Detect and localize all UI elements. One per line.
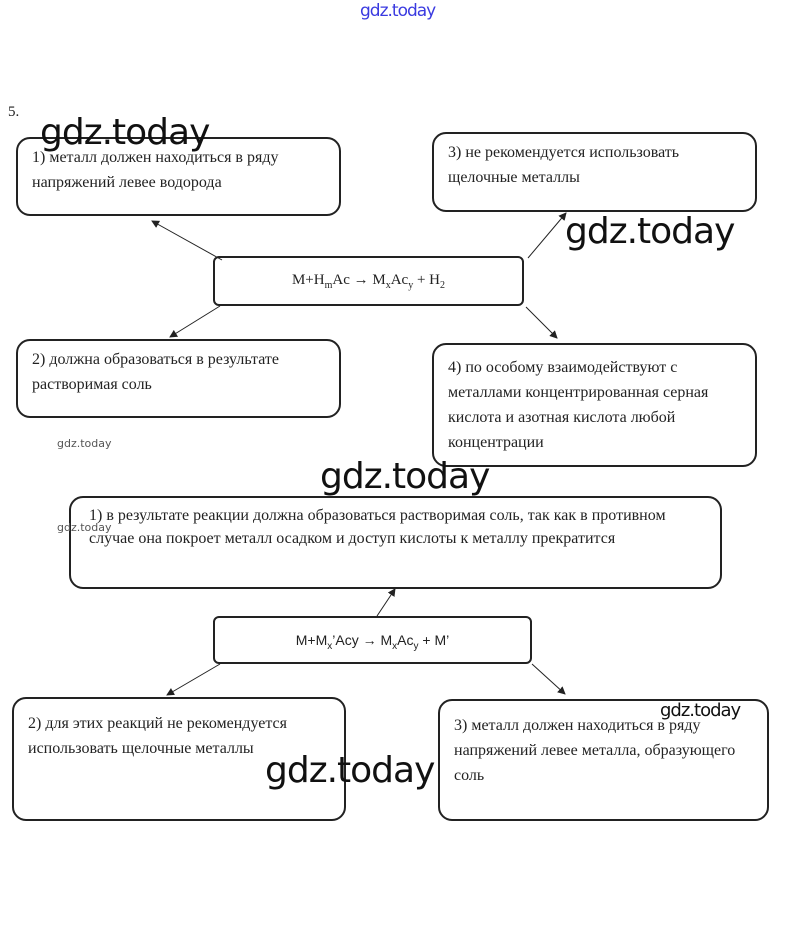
arrow-to-box1	[151, 220, 223, 261]
arrow-to-d2-box3	[531, 663, 566, 695]
d1-box-3: 3) не рекомендуется использовать щелочны…	[432, 132, 757, 212]
d1-box-4: 4) по особому взаимодействуют с металлам…	[432, 343, 757, 467]
watermark: gdz.today	[320, 456, 490, 497]
arrow-to-d2-box1	[376, 588, 396, 617]
arrow-to-box2	[169, 305, 221, 338]
d1-box-1: 1) металл должен находиться в ряду напря…	[16, 137, 341, 216]
arrow-to-d2-box2	[166, 663, 221, 696]
d2-box-2: 2) для этих реакций не рекомендуется исп…	[12, 697, 346, 821]
task-number: 5.	[8, 104, 20, 120]
watermark: gdz.today	[265, 750, 435, 791]
d2-box-1: 1) в результате реакции должна образоват…	[69, 496, 722, 589]
watermark: gdz.today	[57, 437, 112, 450]
d1-box-2: 2) должна образоваться в результате раст…	[16, 339, 341, 418]
watermark: gdz.today	[40, 112, 210, 153]
arrow-to-box3	[527, 212, 567, 259]
arrow-to-box4	[525, 306, 558, 339]
d2-equation: M+Mx’Acy → MxAcy + M’	[213, 616, 532, 664]
watermark: gdz.today	[565, 211, 735, 252]
d1-equation: M+HmAc → MxAcy + H2	[213, 256, 524, 306]
watermark: gdz.today	[57, 521, 112, 534]
d2-box-3: 3) металл должен находиться в ряду напря…	[438, 699, 769, 821]
watermark: gdz.today	[660, 700, 741, 721]
watermark: gdz.today	[360, 1, 436, 21]
